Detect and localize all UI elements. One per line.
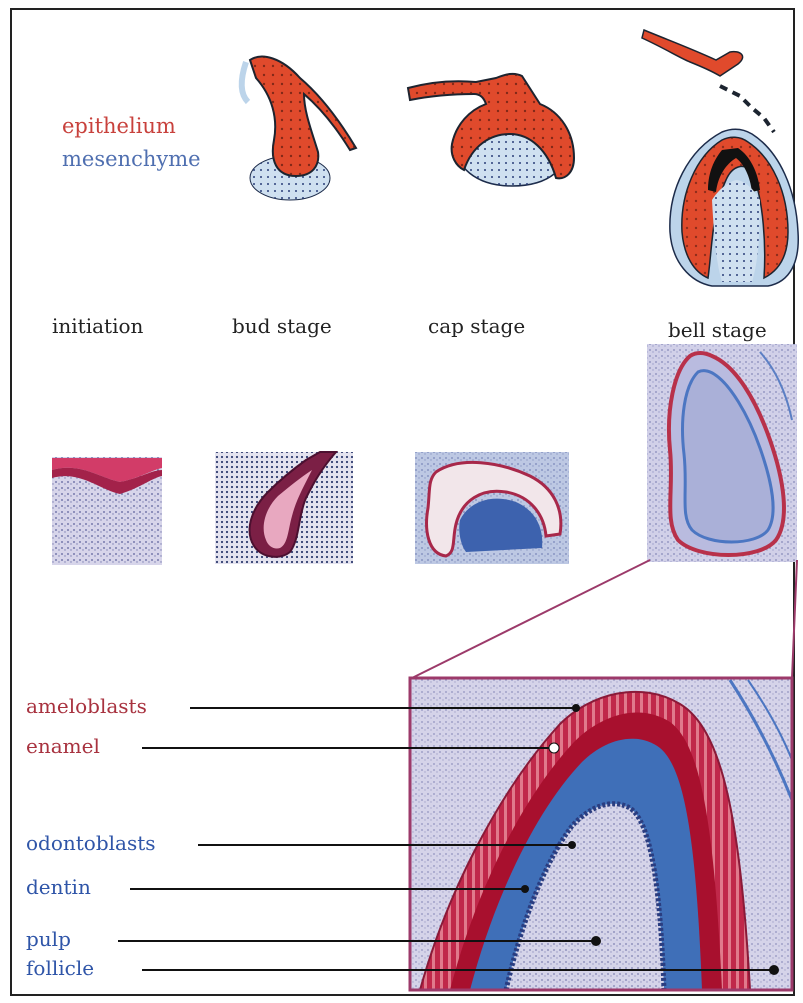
annotation-pulp: pulp	[26, 927, 71, 951]
zoom-line-left	[412, 560, 650, 678]
legend-epithelium: epithelium	[62, 114, 176, 138]
annotation-enamel: enamel	[26, 734, 100, 758]
annotation-odontoblasts: odontoblasts	[26, 831, 156, 855]
stage-label-cap: cap stage	[428, 314, 525, 338]
magnified-micrograph	[410, 678, 792, 990]
stage-label-bell: bell stage	[668, 318, 767, 342]
annotation-dentin: dentin	[26, 875, 91, 899]
legend-mesenchyme: mesenchyme	[62, 147, 201, 171]
cap-micrograph	[415, 452, 569, 564]
initiation-micrograph	[52, 457, 162, 565]
annotation-ameloblasts: ameloblasts	[26, 694, 147, 718]
bud-micrograph	[215, 452, 353, 564]
bell-stage-drawing	[642, 30, 798, 286]
cap-stage-drawing	[408, 74, 574, 186]
annotation-follicle: follicle	[26, 956, 94, 980]
zoom-line-right	[792, 560, 797, 678]
bud-stage-drawing	[242, 57, 356, 200]
stage-label-initiation: initiation	[52, 314, 143, 338]
bell-micrograph	[647, 344, 797, 562]
stage-label-bud: bud stage	[232, 314, 332, 338]
